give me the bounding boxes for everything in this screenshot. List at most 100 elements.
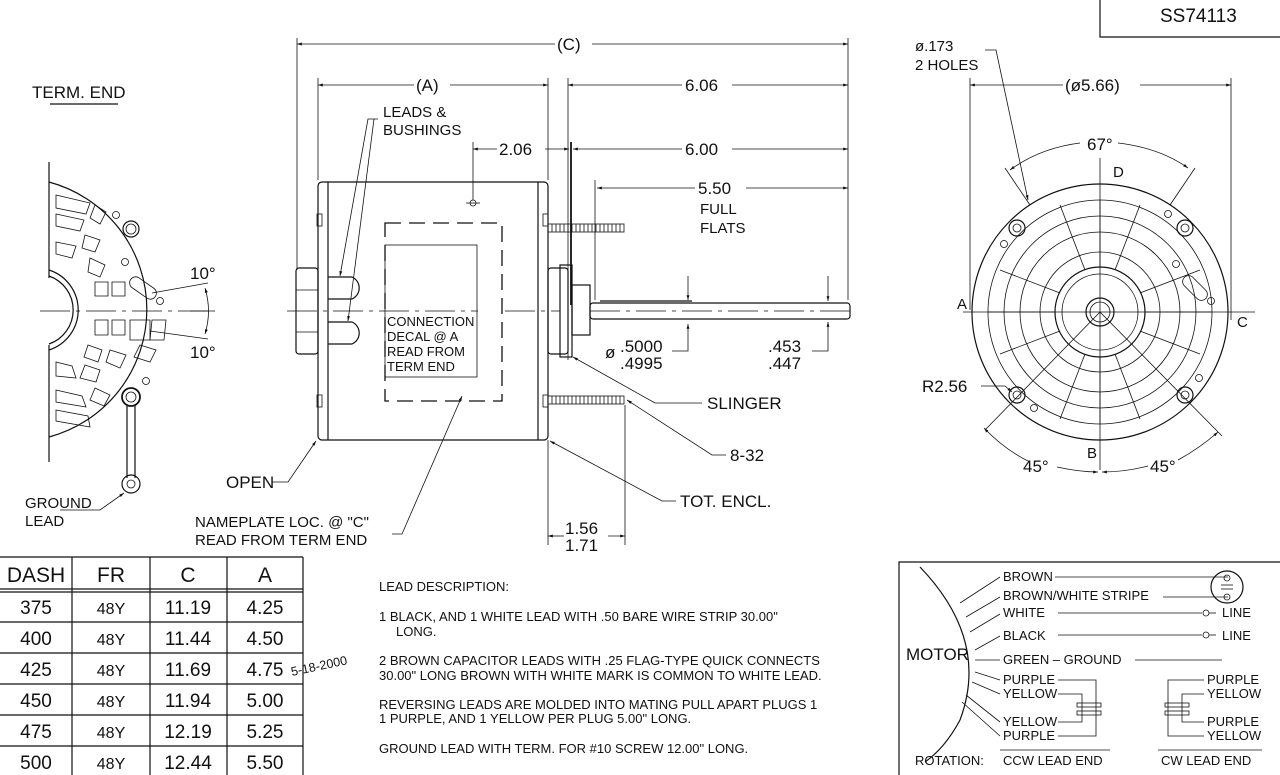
wiring-diagram: MOTOR BROWN BROWN/WHITE STRIPE WHITE BLA… (898, 561, 1280, 775)
mount-hole-lr (1176, 386, 1194, 404)
ground-lead-label-2: LEAD (25, 513, 64, 530)
table-cell: 11.69 (165, 660, 211, 681)
revision-date: 5-18-2000 (290, 653, 349, 679)
angle-left-label: 45° (1023, 457, 1049, 476)
flat-min: .447 (768, 354, 801, 373)
angle-right-label: 45° (1150, 457, 1176, 476)
wire-white: WHITE (1003, 605, 1045, 620)
ccw-lead-end-label: CCW LEAD END (1003, 753, 1103, 768)
stud-upper (547, 223, 625, 233)
table-cell: 12.44 (164, 753, 212, 774)
motor-arc (919, 566, 970, 763)
table-cell: 5.00 (247, 691, 284, 712)
table-cell: 48Y (97, 725, 126, 742)
shaft-dia-min: .4995 (620, 354, 663, 373)
dim-550-label: 5.50 (698, 179, 731, 198)
cw-purple-1: PURPLE (1207, 672, 1259, 687)
slinger-label: SLINGER (707, 394, 782, 413)
holes-label-1: ø.173 (915, 38, 953, 55)
ccw-plug (1058, 679, 1102, 737)
table-header-cell: DASH (7, 564, 65, 587)
stud-lower (547, 395, 625, 405)
shaft-end-view: ø.173 2 HOLES (ø5.66) 67° D A C B (915, 38, 1255, 476)
table-cell: 48Y (97, 632, 126, 649)
dim-c-label: (C) (557, 35, 581, 54)
title-block: SS74113 (1099, 0, 1280, 38)
ccw-yellow-2: YELLOW (1003, 714, 1058, 729)
ccw-yellow-1: YELLOW (1003, 686, 1058, 701)
mount-hole-ul (1008, 219, 1026, 237)
nameplate-outline (384, 222, 503, 402)
line-terminal-2 (1202, 631, 1210, 639)
wire-brown: BROWN (1003, 569, 1053, 584)
table-cell: 425 (20, 660, 52, 681)
table-cell: 48Y (97, 601, 126, 618)
ground-lead-label-1: GROUND (25, 495, 92, 512)
table-cell: 4.25 (247, 598, 284, 619)
lead-desc-p1-l2: LONG. (396, 624, 436, 639)
lead-desc-p3-l1: REVERSING LEADS ARE MOLDED INTO MATING P… (379, 697, 817, 712)
table-cell: 500 (20, 753, 52, 774)
line-label-1: LINE (1222, 605, 1251, 620)
leads-bushings-label-2: BUSHINGS (383, 122, 461, 139)
shaft-end-hub (547, 267, 569, 355)
radius-label: R2.56 (922, 377, 967, 396)
lead-desc-p2-l1: 2 BROWN CAPACITOR LEADS WITH .25 FLAG-TY… (379, 653, 820, 668)
table-cell: 5.25 (247, 722, 284, 743)
tot-encl-label: TOT. ENCL. (680, 492, 771, 511)
lead-desc-p2-l2: 30.00" LONG BROWN WITH WHITE MARK IS COM… (379, 668, 822, 683)
wire-green-ground: GREEN – GROUND (1003, 652, 1121, 667)
lead-description: LEAD DESCRIPTION: 1 BLACK, AND 1 WHITE L… (379, 579, 822, 756)
line-label-2: LINE (1222, 628, 1251, 643)
leads-bushings-label-1: LEADS & (383, 104, 446, 121)
mount-hole-ll (1008, 386, 1026, 404)
table-cell: 11.94 (165, 691, 212, 712)
shaft-end-vents (987, 199, 1213, 425)
angle-top-label: 67° (1087, 135, 1113, 154)
nameplate-label-1: NAMEPLATE LOC. @ "C" (195, 514, 369, 531)
table-cell: 48Y (97, 663, 126, 680)
cw-plug (1164, 679, 1204, 737)
lead-desc-p3-l2: 1 PURPLE, AND 1 YELLOW PER PLUG 5.00" LO… (379, 711, 691, 726)
label-a: A (957, 296, 967, 313)
dim-600-label: 6.00 (685, 140, 718, 159)
dim-156-label: 1.56 (565, 519, 598, 538)
table-cell: 375 (20, 598, 52, 619)
table-cell: 48Y (97, 694, 126, 711)
dim-a-label: (A) (416, 76, 439, 95)
table-cell: 400 (20, 629, 52, 650)
label-b: B (1087, 445, 1097, 462)
cw-purple-2: PURPLE (1207, 714, 1259, 729)
label-d: D (1113, 164, 1124, 181)
decal-text-2: DECAL @ A (387, 329, 459, 344)
table-header-cell: FR (97, 564, 125, 587)
dim-171-label: 1.71 (565, 536, 598, 555)
wire-brown-white: BROWN/WHITE STRIPE (1003, 588, 1149, 603)
lead-desc-heading: LEAD DESCRIPTION: (379, 579, 509, 594)
table-header-cell: A (258, 564, 272, 587)
mount-hole-upper (122, 220, 140, 238)
table-header-cell: C (180, 564, 195, 587)
lead-desc-p4-l1: GROUND LEAD WITH TERM. FOR #10 SCREW 12.… (379, 741, 748, 756)
ground-ring-terminal (121, 474, 141, 494)
holes-label-2: 2 HOLES (915, 57, 978, 74)
dim-606-label: 6.06 (685, 76, 718, 95)
bearing-boss (571, 284, 591, 336)
label-c: C (1237, 314, 1248, 331)
decal-text-3: READ FROM (387, 344, 465, 359)
table-cell: 48Y (97, 756, 126, 773)
angle-upper-label: 10° (190, 264, 216, 283)
table-cell: 11.44 (165, 629, 212, 650)
line-terminal-1 (1202, 609, 1210, 617)
angle-lower-label: 10° (190, 343, 216, 362)
rotation-label: ROTATION: (915, 753, 984, 768)
term-end-heading: TERM. END (32, 83, 126, 102)
full-flats-label-1: FULL (700, 201, 737, 218)
end-bell-vents (55, 194, 167, 428)
ccw-purple-2: PURPLE (1003, 728, 1055, 743)
mount-hole-ur (1176, 219, 1194, 237)
ground-lead-terminal (121, 387, 141, 407)
decal-text-4: TERM END (387, 359, 455, 374)
